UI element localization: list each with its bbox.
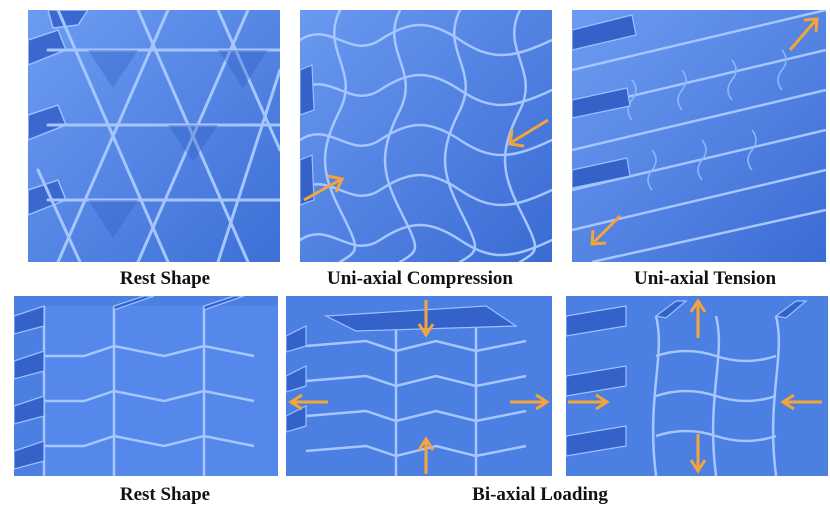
caption-rest-shape-bottom: Rest Shape [119, 484, 211, 505]
arrow-icon [510, 393, 550, 411]
caption-rest-shape-top: Rest Shape [119, 268, 211, 289]
panel-rest-shape-triangular [28, 10, 280, 262]
caption-biaxial-loading: Bi-axial Loading [472, 484, 608, 505]
panel-biaxial-loading-right [566, 296, 828, 476]
caption-uniaxial-tension: Uni-axial Tension [633, 268, 777, 289]
arrow-icon [508, 118, 549, 148]
hexagonal-structure-illustration [14, 296, 278, 476]
arrow-icon [590, 214, 622, 246]
arrow-icon [689, 298, 707, 338]
arrow-icon [417, 436, 435, 474]
kagome-structure-illustration [28, 10, 280, 262]
biaxial-structure-illustration-a [286, 296, 552, 476]
panel-rest-shape-hexagonal [14, 296, 278, 476]
arrow-icon [788, 17, 819, 51]
caption-uniaxial-compression: Uni-axial Compression [327, 268, 513, 289]
arrow-icon [303, 174, 345, 202]
panel-uniaxial-compression [300, 10, 552, 262]
arrow-icon [417, 300, 435, 338]
arrow-icon [568, 393, 610, 411]
arrow-icon [780, 393, 822, 411]
arrow-icon [288, 393, 328, 411]
arrow-icon [689, 434, 707, 474]
